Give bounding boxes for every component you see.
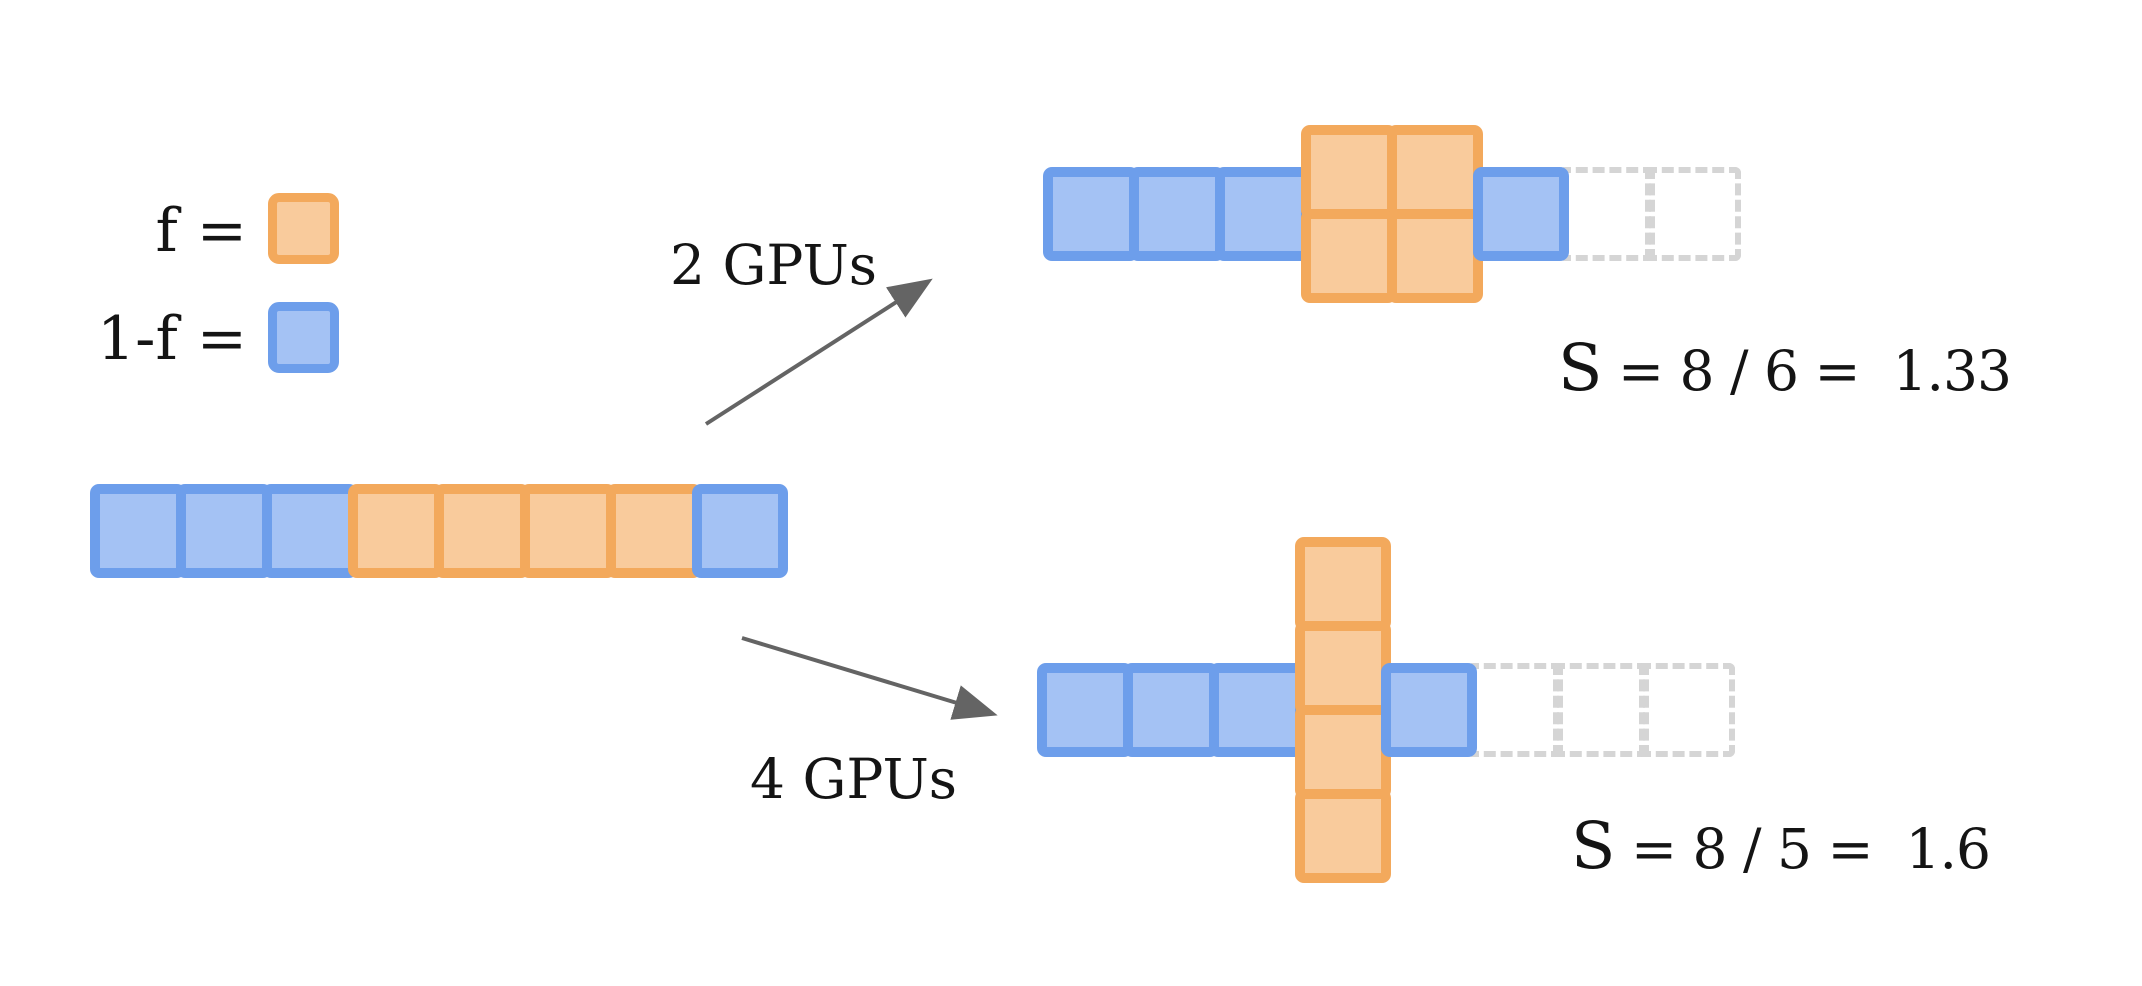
saved-time-cell: [1553, 663, 1649, 757]
speedup-2gpus: S = 8 / 6 = 1.33: [1558, 331, 2012, 406]
work-unit-cell-orange: [348, 484, 444, 578]
saved-time-cell: [1467, 663, 1563, 757]
work-unit-cell-blue: [1037, 663, 1133, 757]
work-unit-cell-orange: [1295, 621, 1391, 715]
work-unit-cell-orange: [1387, 125, 1483, 219]
work-unit-cell-blue: [1043, 167, 1139, 261]
saved-time-cell: [1645, 167, 1741, 261]
arrow-2gpus-icon: [704, 278, 933, 426]
work-unit-cell-blue: [1123, 663, 1219, 757]
work-unit-cell-orange: [1295, 789, 1391, 883]
work-unit-cell-orange: [1301, 209, 1397, 303]
work-unit-cell-blue: [1129, 167, 1225, 261]
saved-time-cell: [1559, 167, 1655, 261]
work-unit-cell-blue: [692, 484, 788, 578]
work-unit-cell-orange: [606, 484, 702, 578]
work-unit-cell-blue: [1209, 663, 1305, 757]
work-unit-cell-orange: [434, 484, 530, 578]
legend-label-1-f: 1-f =: [97, 304, 247, 374]
work-unit-cell-blue: [1473, 167, 1569, 261]
work-unit-cell-orange: [1295, 537, 1391, 631]
work-unit-cell-orange: [1295, 705, 1391, 799]
work-unit-cell-blue: [90, 484, 186, 578]
legend-label-f: f =: [155, 196, 247, 266]
work-unit-cell-blue: [176, 484, 272, 578]
legend-swatch-orange: [268, 193, 339, 264]
branch-label-2gpus: 2 GPUs: [670, 233, 878, 297]
work-unit-cell-orange: [1301, 125, 1397, 219]
speedup-4gpus: S = 8 / 5 = 1.6: [1571, 809, 1991, 884]
work-unit-cell-blue: [1215, 167, 1311, 261]
branch-label-4gpus: 4 GPUs: [750, 747, 958, 811]
legend-swatch-blue: [268, 302, 339, 373]
arrow-4gpus-icon: [741, 636, 998, 720]
work-unit-cell-blue: [1381, 663, 1477, 757]
saved-time-cell: [1639, 663, 1735, 757]
work-unit-cell-blue: [262, 484, 358, 578]
work-unit-cell-orange: [1387, 209, 1483, 303]
work-unit-cell-orange: [520, 484, 616, 578]
